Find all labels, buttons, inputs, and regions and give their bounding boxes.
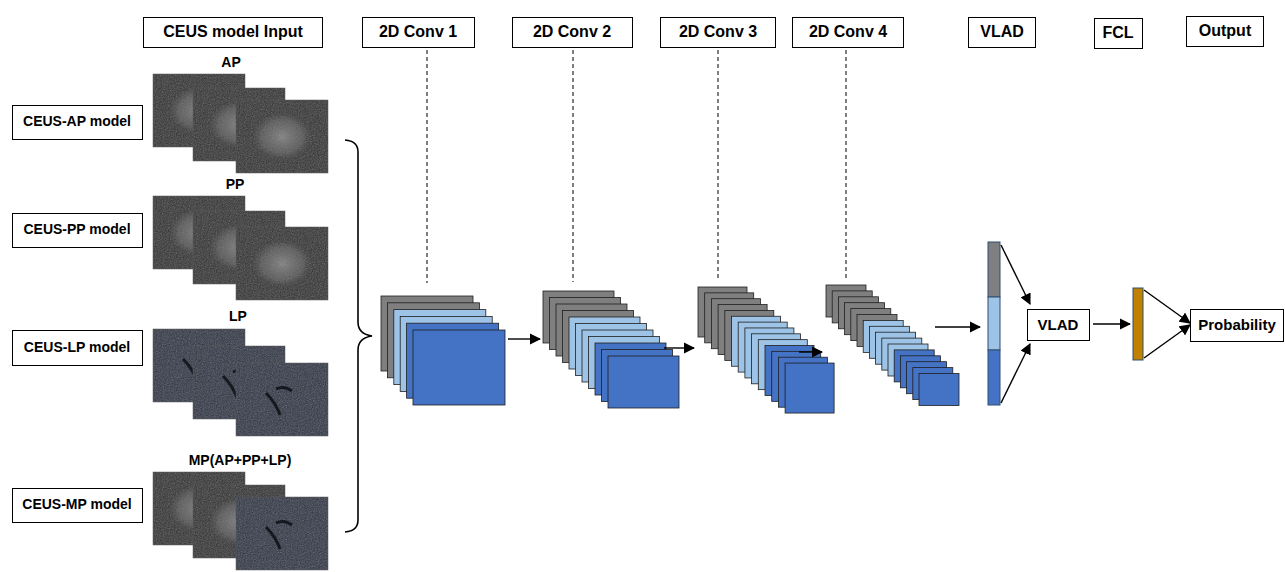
image-speckle <box>236 497 328 570</box>
box-text: FCL <box>1102 24 1133 42</box>
image-speckle <box>236 227 328 300</box>
header-box: 2D Conv 3 <box>660 17 776 48</box>
vector-bar <box>988 350 1000 405</box>
flow-arrow <box>1144 325 1190 358</box>
model-box: CEUS-LP model <box>12 330 143 366</box>
flow-arrow <box>1144 290 1190 323</box>
box-text: CEUS model Input <box>163 23 303 41</box>
box-text: Probability <box>1198 317 1276 334</box>
box-text: Output <box>1199 22 1251 40</box>
image-ground <box>236 363 328 436</box>
header-box: 2D Conv 1 <box>362 17 475 48</box>
image-edge <box>236 497 328 570</box>
image-ground <box>236 227 328 300</box>
image-ground <box>236 497 328 570</box>
box-text: CEUS-LP model <box>24 340 130 355</box>
ultrasound-image <box>236 227 328 300</box>
header-box: 2D Conv 4 <box>792 17 904 48</box>
box-text: VLAD <box>1038 317 1079 334</box>
dashed-guide <box>573 50 574 282</box>
lesion <box>252 113 312 161</box>
phase-label: MP(AP+PP+LP) <box>189 453 292 468</box>
model-box: CEUS-MP model <box>12 488 143 523</box>
flow-arrow <box>799 351 822 352</box>
dashed-guide <box>846 50 847 281</box>
header-box: VLAD <box>968 17 1036 48</box>
image-edge <box>236 363 328 436</box>
vector-bar <box>1133 288 1143 360</box>
feature-map <box>413 330 505 405</box>
header-box: CEUS model Input <box>143 17 323 48</box>
header-box: 2D Conv 2 <box>512 17 633 48</box>
vector-bar <box>988 297 1000 350</box>
image-edge <box>236 100 328 173</box>
phase-label: AP <box>221 55 240 70</box>
ultrasound-image <box>236 363 328 436</box>
flow-arrow <box>508 338 540 339</box>
image-speckle <box>236 363 328 436</box>
dashed-guide <box>427 50 428 283</box>
header-box: FCL <box>1094 18 1143 49</box>
flow-arrow <box>1093 323 1130 324</box>
box-text: 2D Conv 1 <box>379 23 457 41</box>
feature-map <box>608 356 679 408</box>
box-text: CEUS-MP model <box>22 497 131 512</box>
output-box: Probability <box>1190 309 1284 342</box>
phase-label: PP <box>226 177 245 192</box>
grouping-bracket <box>345 140 372 532</box>
vector-bar <box>988 242 1000 297</box>
ultrasound-image <box>236 100 328 173</box>
phase-label: LP <box>229 309 247 324</box>
model-box: CEUS-AP model <box>12 105 143 140</box>
process-box: VLAD <box>1027 309 1090 341</box>
feature-map <box>785 363 834 413</box>
ultrasound-image <box>236 497 328 570</box>
image-ground <box>236 100 328 173</box>
flow-arrow <box>664 347 694 348</box>
lesion <box>266 521 292 549</box>
lesion <box>266 387 292 415</box>
box-text: 2D Conv 4 <box>809 23 887 41</box>
feature-map <box>919 374 959 406</box>
flow-arrow <box>1001 344 1030 403</box>
box-text: 2D Conv 3 <box>679 23 757 41</box>
image-edge <box>236 227 328 300</box>
header-box: Output <box>1186 16 1264 47</box>
box-text: 2D Conv 2 <box>533 23 611 41</box>
flow-arrow <box>1001 245 1030 304</box>
box-text: VLAD <box>980 23 1024 41</box>
box-text: CEUS-AP model <box>23 114 131 129</box>
model-box: CEUS-PP model <box>12 213 143 248</box>
lesion <box>252 240 312 288</box>
flow-arrow <box>935 326 980 327</box>
box-text: CEUS-PP model <box>23 222 130 237</box>
dashed-guide <box>718 50 719 280</box>
image-speckle <box>236 100 328 173</box>
